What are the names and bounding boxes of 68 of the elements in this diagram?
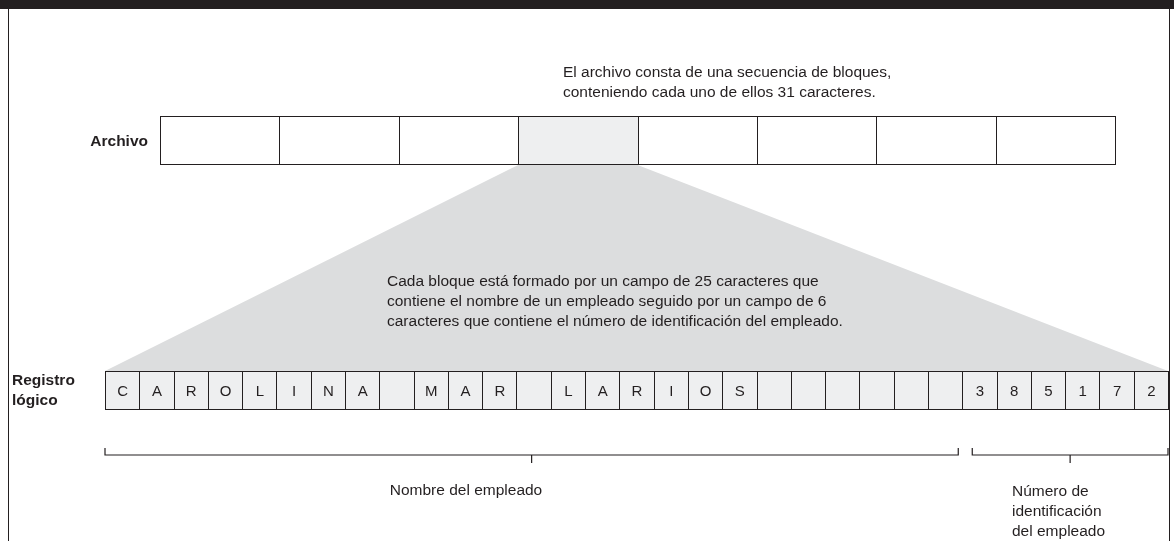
character-cell (550, 371, 587, 410)
character-cell (310, 371, 346, 410)
character: R (185, 382, 197, 399)
character: L (564, 382, 573, 399)
character: 2 (1147, 382, 1156, 399)
block (637, 116, 758, 165)
character: S (734, 382, 745, 399)
character-cell (722, 371, 758, 410)
character: A (460, 382, 471, 399)
character: A (357, 382, 368, 399)
character-cell (585, 371, 621, 410)
block (398, 116, 520, 165)
character-cell (139, 371, 175, 410)
character: O (699, 382, 712, 399)
character-cell (173, 371, 209, 410)
character: 5 (1044, 382, 1053, 399)
label-text: Registro lógico (12, 370, 76, 410)
block (876, 116, 997, 165)
character: M (425, 382, 438, 399)
character: 1 (1078, 382, 1087, 399)
highlighted-block (518, 116, 639, 165)
character-cell (207, 371, 244, 410)
character-cell (790, 371, 827, 410)
character-cell (1099, 371, 1135, 410)
character-cell (653, 371, 689, 410)
character-cell (825, 371, 861, 410)
character-cell (242, 371, 278, 410)
character: R (494, 382, 506, 399)
character-cell (756, 371, 792, 410)
character-cell (962, 371, 998, 410)
character-cell (276, 371, 312, 410)
character: 8 (1010, 382, 1019, 399)
character-cell (447, 371, 484, 410)
block (160, 116, 281, 165)
character: R (631, 382, 643, 399)
character-cell (687, 371, 724, 410)
character: 7 (1112, 382, 1122, 399)
character-cell (413, 371, 449, 410)
character: A (151, 382, 162, 399)
label-text: Número de identificación del empleado (1012, 481, 1107, 541)
character-cell (619, 371, 655, 410)
character: N (322, 382, 334, 399)
character: I (669, 382, 674, 399)
character-cell (893, 371, 929, 410)
character: O (219, 382, 232, 399)
character: C (117, 382, 129, 399)
character-cell (859, 371, 895, 410)
character-cell (1030, 371, 1067, 410)
character-cell (482, 371, 518, 410)
label-text: Archivo (89, 131, 148, 151)
label-text: Nombre del empleado (388, 480, 544, 500)
character-cell (1065, 371, 1101, 410)
label-text: Cada bloque está formado por un campo de 25 caracteres que contiene el nombre de un empleado seguido por un campo de 6 caracteres que contiene el número de identificación del empleado. (387, 271, 844, 331)
character: I (292, 382, 297, 399)
block (995, 116, 1117, 165)
block (279, 116, 400, 165)
character-cell (379, 371, 415, 410)
character-cell (1133, 371, 1169, 410)
character-cell (516, 371, 552, 410)
character: A (597, 382, 608, 399)
block (757, 116, 878, 165)
character: L (255, 382, 264, 399)
character-cell (105, 371, 141, 410)
character: 3 (975, 382, 985, 399)
character-cell (996, 371, 1032, 410)
label-text: El archivo consta de una secuencia de bloques, conteniendo cada uno de ellos 31 caracteres. (563, 62, 893, 102)
character-cell (927, 371, 964, 410)
character-cell (345, 371, 381, 410)
